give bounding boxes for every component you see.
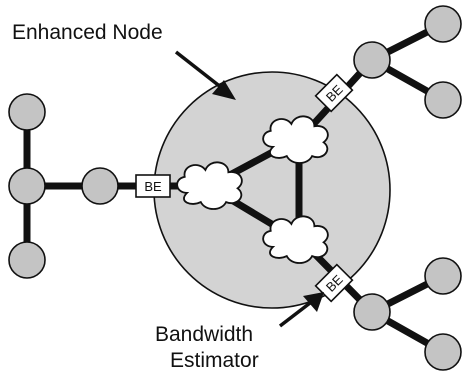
circle-node-icon <box>424 81 462 119</box>
circle-node-icon <box>424 257 462 295</box>
enhanced-node-arrowhead <box>212 80 236 100</box>
circle-node-icon <box>424 333 462 371</box>
be-top-right: BE <box>314 73 354 113</box>
circle-node-icon <box>8 167 46 205</box>
bandwidth-estimator-arrow <box>278 301 312 328</box>
circle-node-icon <box>353 293 391 331</box>
enhanced-node-label: Enhanced Node <box>12 21 163 44</box>
be-box-icon <box>314 73 354 113</box>
circle-node-icon <box>353 41 391 79</box>
circle-node-icon <box>8 93 46 131</box>
circle-node-icon <box>424 5 462 43</box>
enhanced-node-arrow <box>174 50 224 90</box>
circle-node-icon <box>8 241 46 279</box>
nodes <box>8 5 462 371</box>
be-left-label: BE <box>144 179 162 194</box>
be-left: BE <box>135 174 171 198</box>
bandwidth-label: Bandwidth <box>155 323 253 346</box>
estimator-label: Estimator <box>170 349 259 372</box>
bandwidth-estimator-arrowhead <box>303 292 324 312</box>
circle-node-icon <box>81 167 119 205</box>
be-box-icon <box>135 174 171 198</box>
